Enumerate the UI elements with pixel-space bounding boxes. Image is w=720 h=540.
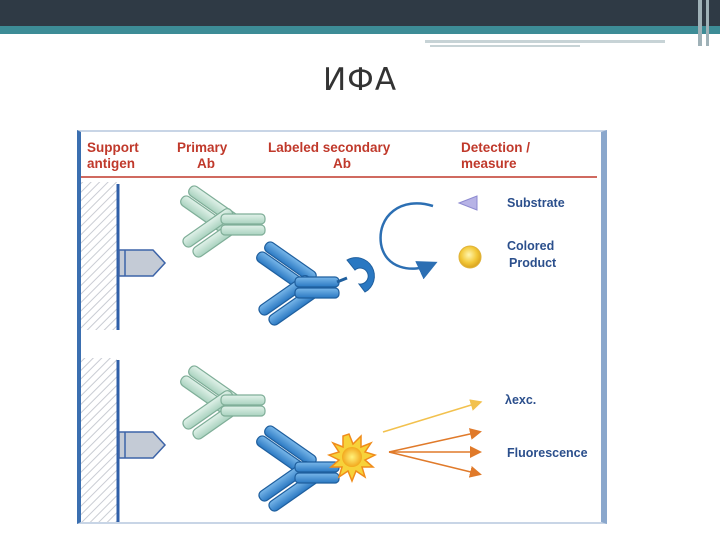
- slide-decor-line: [430, 45, 580, 47]
- primary-antibody-bottom: [180, 365, 266, 440]
- slide-title: ИФА: [322, 62, 398, 98]
- secondary-antibody-top: [256, 241, 340, 326]
- substrate-icon: [457, 195, 478, 211]
- header-support-line1: Support: [87, 140, 139, 155]
- header-detection-line1: Detection /: [461, 140, 530, 155]
- label-fluorescence: Fluorescence: [507, 446, 588, 460]
- elisa-diagram-svg: Support antigen Primary Ab Labeled secon…: [81, 140, 597, 522]
- header-primary-line2: Ab: [197, 156, 215, 171]
- substrate-conversion-arrow: [379, 202, 438, 280]
- elisa-diagram: Support antigen Primary Ab Labeled secon…: [77, 130, 607, 524]
- fluorophore-core: [342, 447, 362, 467]
- header-support-line2: antigen: [87, 156, 135, 171]
- colored-product-icon: [458, 245, 482, 269]
- support-surface-top: [81, 182, 117, 330]
- slide-decor-bar: [698, 0, 702, 46]
- antigen-top: [118, 249, 167, 277]
- slide-decor-bar: [706, 0, 709, 46]
- enzyme-linker: [336, 276, 348, 284]
- header-secondary-line2: Ab: [333, 156, 351, 171]
- slide-top-bar: [0, 0, 720, 26]
- primary-antibody-top: [180, 185, 266, 258]
- label-product: Product: [509, 256, 557, 270]
- label-substrate: Substrate: [507, 196, 565, 210]
- slide-accent-stripe: [0, 26, 720, 34]
- header-primary-line1: Primary: [177, 140, 228, 155]
- secondary-antibody-bottom: [256, 425, 340, 512]
- label-colored: Colored: [507, 239, 554, 253]
- emission-arrow-3: [388, 451, 482, 478]
- header-detection-line2: measure: [461, 156, 517, 171]
- label-lambda-exc: λexc.: [505, 393, 536, 407]
- emission-arrow-1: [388, 428, 482, 453]
- support-surface-bottom: [81, 358, 117, 522]
- antigen-bottom: [118, 431, 167, 459]
- excitation-arrow: [382, 399, 483, 433]
- slide-decor-line: [425, 40, 665, 43]
- enzyme-label: [346, 257, 375, 293]
- header-secondary-line1: Labeled secondary: [268, 140, 391, 155]
